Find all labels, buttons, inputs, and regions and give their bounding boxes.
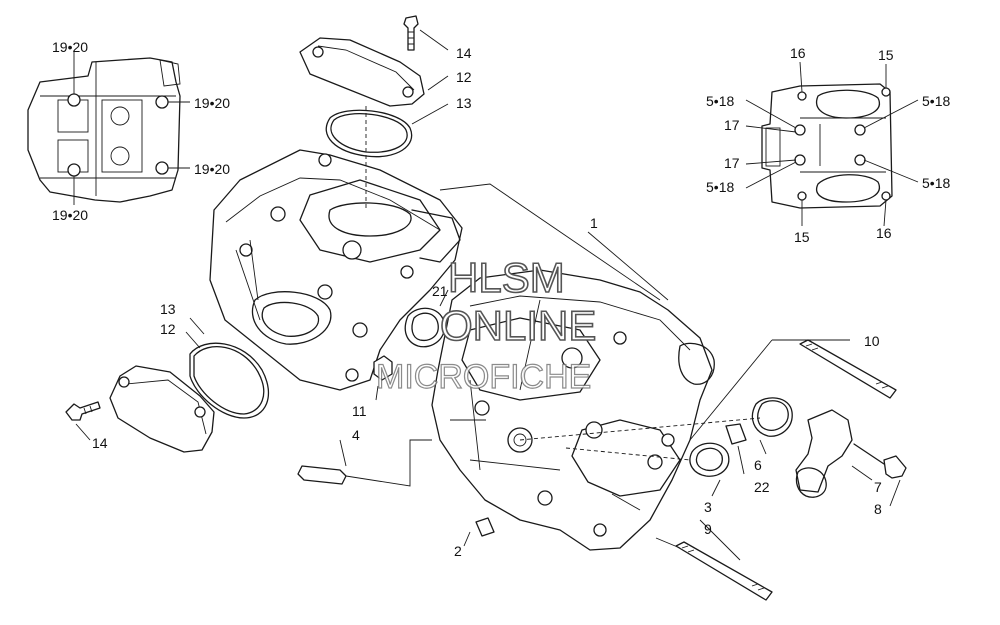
o-ring-6 bbox=[751, 397, 793, 437]
stud-bolt-10 bbox=[689, 339, 897, 441]
o-ring-side bbox=[189, 342, 270, 419]
inset-left-leaders bbox=[73, 52, 190, 205]
callout-19-20-c: 19•20 bbox=[194, 161, 230, 177]
callout-10: 10 bbox=[864, 333, 880, 349]
callout-14-top: 14 bbox=[456, 45, 472, 61]
callout-1: 1 bbox=[590, 215, 598, 231]
bolt-8 bbox=[883, 455, 907, 479]
watermark-line2: ONLINE bbox=[440, 302, 596, 349]
nut-11 bbox=[373, 355, 393, 381]
dowel-2 bbox=[475, 517, 495, 537]
callout-13-side: 13 bbox=[160, 301, 176, 317]
o-ring-top bbox=[325, 109, 413, 158]
callout-16-top: 16 bbox=[790, 45, 806, 61]
callout-11: 11 bbox=[352, 403, 367, 419]
leader-1 bbox=[439, 183, 669, 301]
callout-7: 7 bbox=[874, 479, 882, 495]
callout-12-top: 12 bbox=[456, 69, 472, 85]
callout-19-20-d: 19•20 bbox=[52, 207, 88, 223]
fitting-21 bbox=[404, 307, 446, 348]
small-parts bbox=[297, 289, 907, 547]
callout-17-top: 17 bbox=[724, 117, 740, 133]
callout-15-bottom: 15 bbox=[794, 229, 810, 245]
callout-5-18-a: 5•18 bbox=[706, 93, 734, 109]
callout-12-side: 12 bbox=[160, 321, 176, 337]
callout-19-20-a: 19•20 bbox=[52, 39, 88, 55]
inset-right-leaders bbox=[745, 61, 919, 227]
callout-14-side: 14 bbox=[92, 435, 108, 451]
thermostat-housing-7 bbox=[795, 409, 853, 493]
callout-8: 8 bbox=[874, 501, 882, 517]
callout-4: 4 bbox=[352, 427, 360, 443]
callout-16-bottom: 16 bbox=[876, 225, 892, 241]
callout-21: 21 bbox=[432, 283, 448, 299]
callout-2: 2 bbox=[454, 543, 462, 559]
side-tappet-cover bbox=[65, 317, 270, 453]
callout-3: 3 bbox=[704, 499, 712, 515]
seal-3 bbox=[689, 442, 730, 477]
top-tappet-cover bbox=[299, 15, 449, 210]
dowel-22 bbox=[725, 423, 747, 445]
callout-17-bottom: 17 bbox=[724, 155, 740, 171]
callout-5-18-d: 5•18 bbox=[922, 175, 950, 191]
inset-head-left bbox=[27, 57, 181, 203]
bolt-side bbox=[65, 401, 101, 421]
callout-19-20-b: 19•20 bbox=[194, 95, 230, 111]
watermark-line3: MICROFICHE bbox=[376, 358, 591, 396]
callout-5-18-b: 5•18 bbox=[922, 93, 950, 109]
rear-cylinder-head bbox=[209, 149, 463, 391]
inset-head-right bbox=[761, 83, 893, 209]
callout-6: 6 bbox=[754, 457, 762, 473]
front-cylinder-head bbox=[431, 269, 715, 551]
callout-labels: 1 2 3 4 6 7 8 9 10 11 12 12 13 13 14 14 … bbox=[52, 39, 950, 559]
callout-13-top: 13 bbox=[456, 95, 472, 111]
bolt-top bbox=[403, 15, 419, 51]
valve-guide-4 bbox=[297, 465, 347, 485]
watermark-line1: HLSM bbox=[448, 254, 565, 301]
callout-15-top: 15 bbox=[878, 47, 894, 63]
stud-bolt-9 bbox=[655, 519, 773, 601]
callout-9: 9 bbox=[704, 521, 712, 537]
callout-22: 22 bbox=[754, 479, 770, 495]
callout-5-18-c: 5•18 bbox=[706, 179, 734, 195]
watermark: HLSM ONLINE MICROFICHE bbox=[375, 253, 597, 396]
